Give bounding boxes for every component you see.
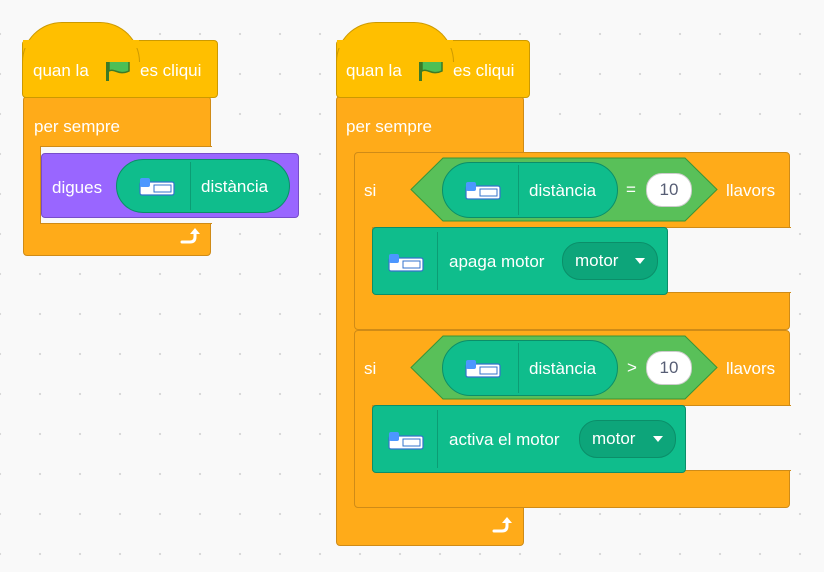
if-label: si — [364, 181, 377, 200]
motor-dropdown[interactable]: motor — [562, 242, 658, 280]
reporter-separator — [518, 343, 519, 393]
distance-reporter[interactable]: distància — [116, 159, 290, 213]
distance-sensor-icon — [465, 181, 501, 201]
forever-label: per sempre — [346, 117, 432, 136]
block-separator — [437, 232, 438, 290]
chevron-down-icon — [653, 436, 663, 442]
distance-label: distància — [529, 359, 597, 378]
operator-symbol: > — [627, 358, 637, 377]
motor-dropdown-value: motor — [575, 251, 619, 270]
say-label: digues — [52, 178, 103, 197]
motor-icon — [388, 253, 424, 273]
hat-label-before: quan la — [33, 61, 89, 80]
hat-cap-fill — [23, 40, 139, 48]
distance-sensor-icon — [465, 359, 501, 379]
if-label: si — [364, 359, 377, 378]
reporter-separator — [190, 162, 191, 210]
block-separator — [437, 410, 438, 468]
say-block[interactable]: digues distància — [41, 153, 299, 218]
motor-icon — [388, 431, 424, 451]
motor-off-label: apaga motor — [449, 252, 545, 271]
distance-label: distància — [201, 177, 269, 196]
then-label: llavors — [726, 359, 776, 378]
motor-on-label: activa el motor — [449, 430, 560, 449]
operator-symbol: = — [626, 180, 636, 199]
distance-sensor-icon — [139, 177, 175, 197]
hat-label-before: quan la — [346, 61, 402, 80]
reporter-separator — [518, 165, 519, 215]
distance-reporter[interactable]: distància — [442, 162, 618, 218]
chevron-down-icon — [635, 258, 645, 264]
value-input[interactable]: 10 — [646, 173, 692, 207]
loop-arrow-icon — [178, 227, 200, 247]
distance-label: distància — [529, 181, 597, 200]
distance-reporter[interactable]: distància — [442, 340, 618, 396]
motor-on-block[interactable]: activa el motor motor — [372, 405, 686, 473]
value-input[interactable]: 10 — [646, 351, 692, 385]
hat-label-after: es cliqui — [140, 61, 202, 80]
motor-dropdown-value: motor — [592, 429, 636, 448]
hat-cap-fill — [337, 40, 453, 48]
loop-arrow-icon — [490, 516, 512, 536]
then-label: llavors — [726, 181, 776, 200]
motor-off-block[interactable]: apaga motor motor — [372, 227, 668, 295]
hat-label-after: es cliqui — [453, 61, 515, 80]
forever-label: per sempre — [34, 117, 120, 136]
motor-dropdown[interactable]: motor — [579, 420, 676, 458]
